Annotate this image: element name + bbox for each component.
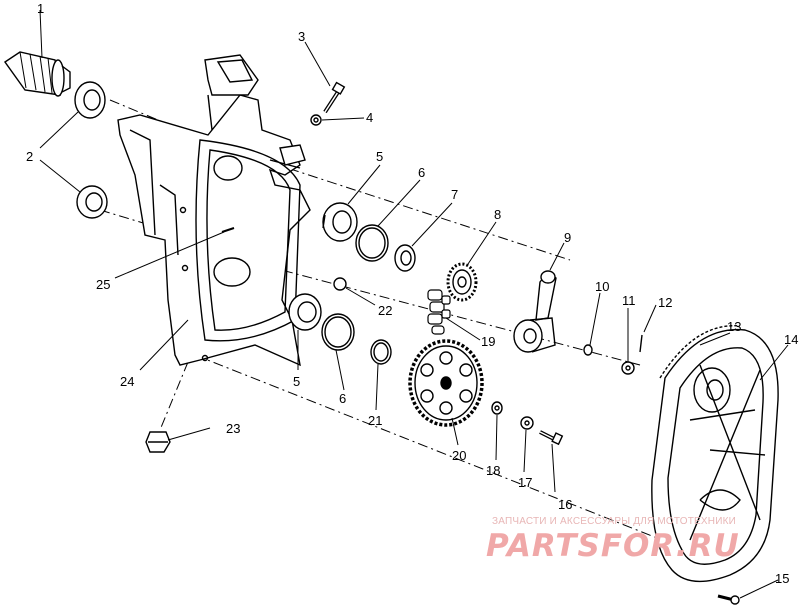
- callout-11: 11: [622, 293, 636, 308]
- part-18-washer: [491, 401, 503, 415]
- callout-7: 7: [451, 187, 459, 202]
- callout-4: 4: [366, 110, 374, 125]
- part-5-bearing-lower: [288, 293, 322, 331]
- part-11-nut: [621, 361, 635, 375]
- part-9-tensioner: [513, 270, 557, 353]
- part-8-sprocket: [446, 262, 478, 302]
- callout-25: 25: [96, 277, 111, 292]
- part-7-spacer: [394, 244, 416, 272]
- part-23-drain-bolt: [145, 431, 171, 453]
- callout-20: 20: [452, 448, 467, 463]
- callout-18: 18: [486, 463, 501, 478]
- part-22-plug: [333, 277, 347, 291]
- leader-lines: [39, 9, 789, 599]
- callout-6-lower: 6: [339, 391, 347, 406]
- callout-13: 13: [727, 319, 742, 334]
- part-15-bolt: [717, 594, 740, 605]
- part-4-nut: [310, 114, 322, 126]
- part-6-ring-lower: [321, 313, 355, 351]
- callout-5-upper: 5: [376, 149, 384, 164]
- callout-9: 9: [564, 230, 572, 245]
- part-17-washer: [520, 416, 534, 430]
- part-5-bearing-upper: [322, 202, 358, 242]
- part-13-gasket: [659, 325, 741, 379]
- watermark-brand: PARTSFOR.RU: [486, 528, 740, 564]
- part-20-large-sprocket: [408, 339, 484, 427]
- callout-17: 17: [518, 475, 533, 490]
- callout-21: 21: [368, 413, 383, 428]
- part-12-pin: [639, 334, 643, 353]
- callout-16: 16: [558, 497, 573, 512]
- callout-24: 24: [120, 374, 135, 389]
- callout-1: 1: [37, 1, 45, 16]
- part-24-chaincase-housing: [117, 54, 311, 367]
- part-16-bolt: [539, 430, 564, 446]
- part-2-seal-upper: [74, 81, 106, 119]
- callout-23: 23: [226, 421, 241, 436]
- callout-6-upper: 6: [418, 165, 426, 180]
- part-14-cover: [651, 328, 779, 583]
- callout-22: 22: [378, 303, 393, 318]
- part-1-shaft: [4, 51, 71, 97]
- callout-14: 14: [784, 332, 799, 347]
- part-10-washer: [583, 344, 593, 356]
- callout-10: 10: [595, 279, 610, 294]
- callout-3: 3: [298, 29, 306, 44]
- callout-8: 8: [494, 207, 502, 222]
- part-3-bolt: [323, 81, 346, 114]
- part-21-ring: [370, 339, 392, 365]
- part-2-seal-lower: [76, 185, 108, 219]
- part-6-ring-upper: [355, 224, 389, 262]
- callout-12: 12: [658, 295, 673, 310]
- callout-2: 2: [26, 149, 34, 164]
- part-25-pin: [221, 227, 235, 233]
- callout-19: 19: [481, 334, 496, 349]
- callout-5-lower: 5: [293, 374, 301, 389]
- part-19-chain: [427, 289, 451, 335]
- watermark-tagline: ЗАПЧАСТИ И АКСЕССУАРЫ ДЛЯ МОТОТЕХНИКИ: [492, 516, 737, 527]
- callout-15: 15: [775, 571, 790, 586]
